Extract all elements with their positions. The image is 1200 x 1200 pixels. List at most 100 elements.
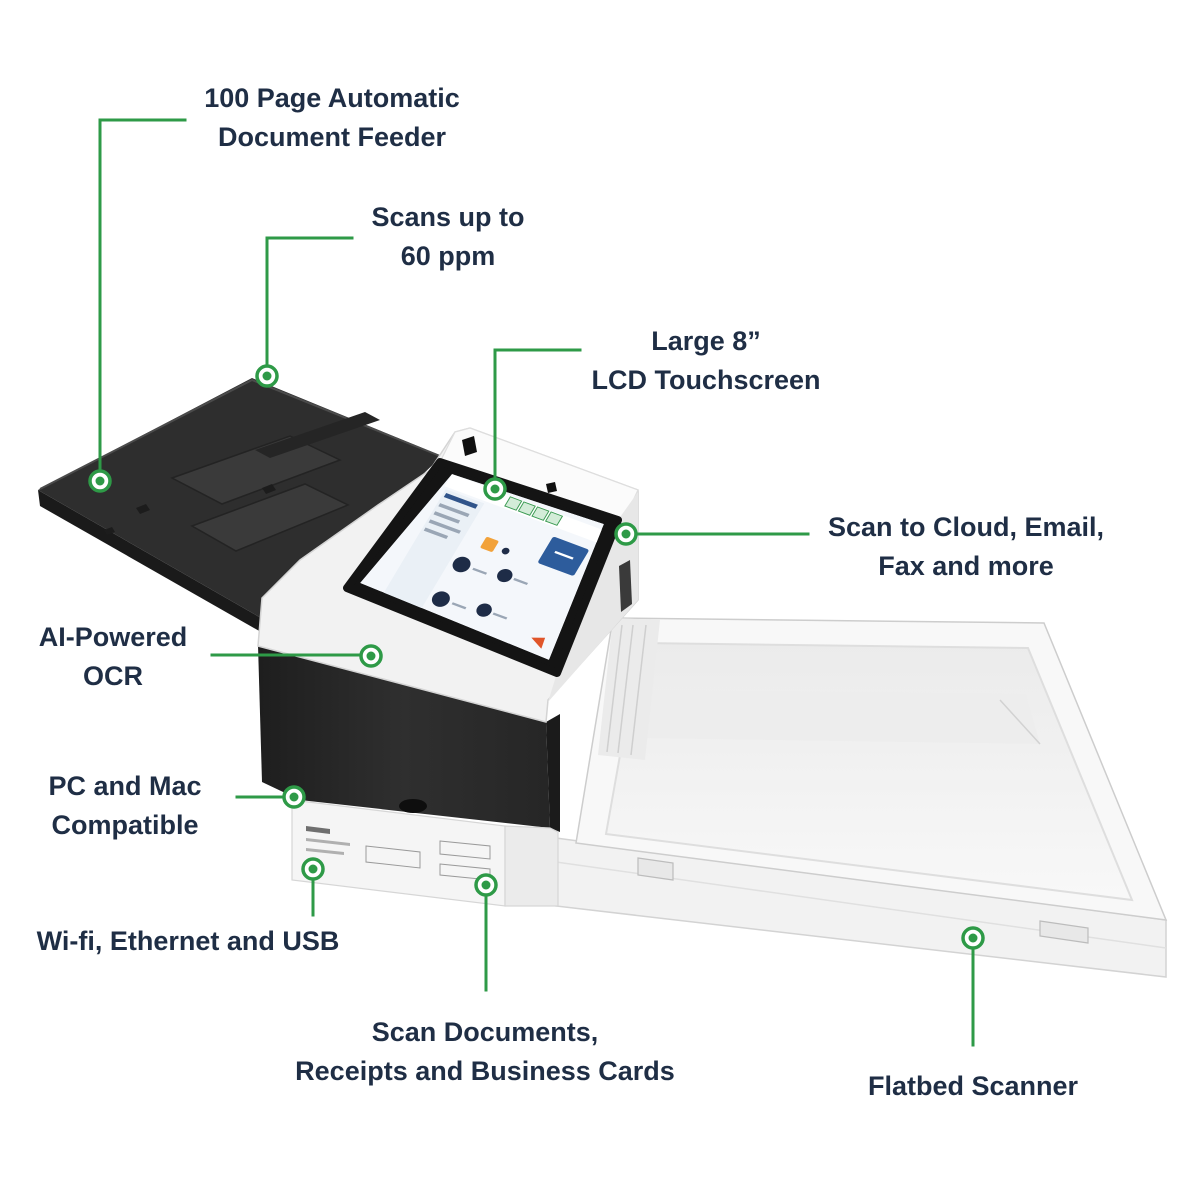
screen-icon-caption <box>472 567 488 575</box>
callout-label-speed: Scans up to 60 ppm <box>298 198 598 276</box>
callout-label-documents: Scan Documents, Receipts and Business Ca… <box>265 1013 705 1091</box>
callout-label-line: Scans up to <box>371 202 525 232</box>
screen-scan-button-text <box>554 550 574 560</box>
screen-brand-mark <box>531 637 546 649</box>
base-label-text <box>306 838 350 846</box>
callout-label-connectivity: Wi-fi, Ethernet and USB <box>18 922 358 961</box>
screen-list-panel <box>382 489 485 610</box>
adf-tray-rim <box>39 378 441 490</box>
callout-marker-dot <box>308 864 318 874</box>
callout-label-line: Flatbed Scanner <box>867 1071 1079 1101</box>
scanner-rear-slot <box>399 799 427 813</box>
screen-app-icon <box>501 547 510 555</box>
callout-marker-dot <box>621 529 631 539</box>
screen-list-line <box>438 503 470 518</box>
callout-marker-dot <box>366 651 376 661</box>
screen-icon-caption <box>513 577 529 585</box>
screen-app-icon <box>476 603 492 617</box>
callout-marker-dot <box>968 933 978 943</box>
scanner-lower-body <box>258 645 550 828</box>
callout-line-adf <box>98 118 187 472</box>
output-slot <box>619 560 632 612</box>
callout-label-line: AI-Powered <box>38 622 188 652</box>
screen-list-title <box>443 492 478 509</box>
callout-label-compatibility: PC and Mac Compatible <box>15 767 235 845</box>
callout-label-adf: 100 Page Automatic Document Feeder <box>152 79 512 157</box>
adf-tray-hole <box>262 484 276 494</box>
callout-label-line: Document Feeder <box>217 122 447 152</box>
callout-line-speed <box>265 236 354 367</box>
callout-touchscreen <box>483 348 582 501</box>
flatbed-hinge-groove <box>606 624 623 753</box>
callout-label-line: Scan Documents, <box>371 1017 599 1047</box>
adf-tray-edge <box>38 490 268 636</box>
callout-line-touchscreen <box>493 348 582 480</box>
callout-label-line: LCD Touchscreen <box>591 365 821 395</box>
callout-marker-dot <box>95 476 105 486</box>
callout-connectivity <box>301 857 325 917</box>
screen-app-icon <box>480 537 499 552</box>
callout-label-destinations: Scan to Cloud, Email, Fax and more <box>796 508 1136 586</box>
screen-app-icon <box>497 568 513 583</box>
screen-icon-caption <box>451 602 467 610</box>
scanner-base-labels <box>306 826 491 881</box>
callout-label-line: Compatible <box>51 810 199 840</box>
callout-ocr <box>210 644 383 668</box>
callout-label-line: OCR <box>83 661 143 691</box>
adf-paper-guide-upper <box>170 435 342 505</box>
screen-tile <box>517 501 536 516</box>
callout-label-touchscreen: Large 8” LCD Touchscreen <box>546 322 866 400</box>
screen-tile <box>531 506 550 521</box>
screen-list-line <box>428 519 461 534</box>
callout-label-line: 60 ppm <box>400 241 496 271</box>
base-label-logo <box>306 826 330 834</box>
callout-marker-dot <box>481 880 491 890</box>
flatbed-hinge-groove <box>630 624 647 756</box>
callout-label-line: Fax and more <box>878 551 1054 581</box>
base-label-plate <box>439 840 491 860</box>
callouts <box>88 118 985 1047</box>
callout-label-line: PC and Mac <box>48 771 202 801</box>
callout-compatibility <box>235 785 306 809</box>
flatbed-scanner <box>555 617 1168 978</box>
screen-app-icon <box>452 556 471 573</box>
callout-label-line: 100 Page Automatic <box>204 83 460 113</box>
callout-marker-dot <box>490 484 500 494</box>
screen-app-icon <box>431 591 450 607</box>
screen-tile <box>544 511 564 526</box>
callout-label-line: Large 8” <box>651 326 761 356</box>
screen-tile <box>504 496 523 511</box>
callout-label-ocr: AI-Powered OCR <box>13 618 213 696</box>
adf-tray-hole <box>136 504 150 514</box>
screen-icon-caption <box>492 612 508 620</box>
adf-input-tray <box>38 378 442 636</box>
scanner-base-side <box>504 825 559 907</box>
screen-list-line <box>423 527 449 539</box>
callout-speed <box>255 236 354 388</box>
scanner-body-side <box>546 714 560 832</box>
flatbed-hinge-left <box>637 857 674 881</box>
callout-marker-dot <box>289 792 299 802</box>
callout-flatbed <box>961 926 985 1047</box>
callout-destinations <box>614 522 810 546</box>
flatbed-document-band <box>640 690 1040 744</box>
callout-marker-dot <box>262 371 272 381</box>
callout-label-flatbed: Flatbed Scanner <box>823 1067 1123 1106</box>
callout-label-line: Scan to Cloud, Email, <box>827 512 1105 542</box>
adf-paper-guide-lower <box>190 483 350 552</box>
callout-label-line: Receipts and Business Cards <box>295 1056 675 1086</box>
flatbed-hinge-groove <box>617 624 634 754</box>
callout-label-line: Wi-fi, Ethernet and USB <box>36 926 340 956</box>
flatbed-hinge-right <box>1039 920 1089 944</box>
base-label-text <box>306 848 344 855</box>
flatbed-hinge-strip <box>598 618 660 760</box>
power-button <box>462 436 477 456</box>
screen-list-line <box>433 511 461 524</box>
callout-documents <box>474 873 498 992</box>
adf-guide-rail <box>255 412 380 458</box>
callout-adf <box>88 118 187 493</box>
flatbed-document-edge <box>999 699 1041 745</box>
scanner-unit <box>257 427 639 907</box>
